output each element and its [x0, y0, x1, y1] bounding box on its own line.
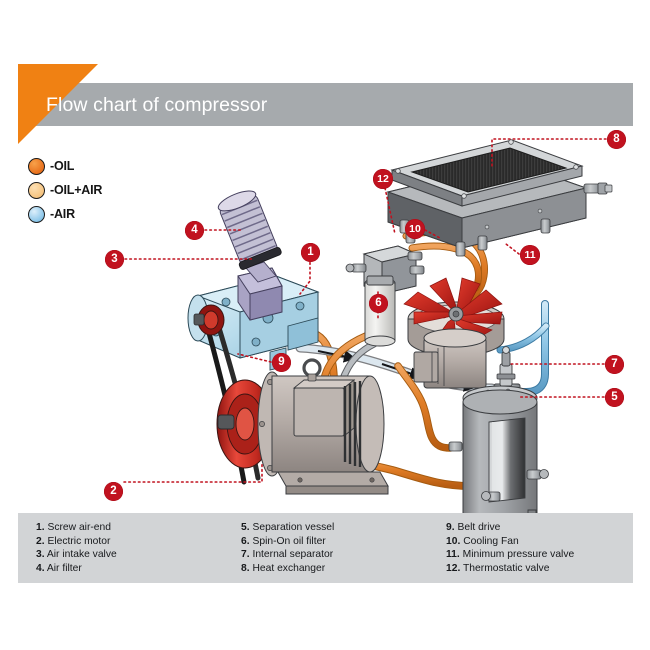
caption-text-3: Air intake valve — [46, 549, 117, 561]
callout-badge-1[interactable]: 1 — [301, 243, 320, 262]
caption-text-2: Electric motor — [47, 535, 111, 547]
caption-num-3: 3. — [36, 549, 45, 561]
legend-label-oil-air: -OIL+AIR — [50, 183, 103, 197]
leader-10 — [424, 229, 441, 239]
callout-badge-8[interactable]: 8 — [607, 130, 626, 149]
caption-item-11: 11. Minimum pressure valve — [446, 548, 633, 562]
air-filter — [217, 190, 282, 270]
caption-num-1: 1. — [36, 522, 45, 533]
caption-num-7: 7. — [241, 549, 250, 561]
separation-vessel-assembly — [448, 385, 549, 516]
vessel-side-ports — [481, 469, 549, 502]
caption-text-4: Air filter — [46, 562, 82, 574]
caption-item-5: 5. Separation vessel — [241, 521, 428, 535]
heat-exchanger-core — [410, 147, 568, 193]
callout-badge-11[interactable]: 11 — [520, 245, 540, 265]
caption-num-6: 6. — [241, 535, 250, 547]
caption-item-1: 1. Screw air-end — [36, 521, 223, 535]
callout-badge-2[interactable]: 2 — [104, 482, 123, 501]
leader-8 — [491, 138, 607, 167]
caption-text-12: Thermostatic valve — [463, 562, 550, 574]
legend-item-air: -AIR — [28, 203, 168, 225]
caption-column-2: 5. Separation vessel 6. Spin-On oil filt… — [223, 513, 428, 583]
caption-item-2: 2. Electric motor — [36, 535, 223, 549]
caption-column-1: 1. Screw air-end 2. Electric motor 3. Ai… — [18, 513, 223, 583]
leader-9 — [237, 353, 272, 363]
caption-item-10: 10. Cooling Fan — [446, 535, 633, 549]
filled-circle-icon-air — [28, 205, 45, 223]
cooling-fan-assembly — [403, 277, 505, 389]
caption-text-8: Heat exchanger — [252, 562, 326, 574]
page-title: Flow chart of compressor — [46, 94, 268, 116]
callout-badge-6[interactable]: 6 — [369, 294, 388, 313]
fluid-legend: -OIL -OIL+AIR -AIR — [28, 155, 168, 227]
legend-item-oil-air: -OIL+AIR — [28, 179, 168, 201]
caption-num-5: 5. — [241, 522, 250, 533]
callout-badge-4[interactable]: 4 — [185, 221, 204, 240]
compressor-flow-diagram — [0, 126, 650, 516]
heat-exchanger-assembly — [386, 139, 613, 257]
caption-num-2: 2. — [36, 535, 45, 547]
leader-12 — [384, 187, 396, 235]
caption-item-12: 12. Thermostatic valve — [446, 562, 633, 576]
leader-2 — [123, 463, 263, 483]
callout-badge-12[interactable]: 12 — [373, 169, 393, 189]
header-accent-triangle-icon — [18, 64, 98, 144]
caption-num-10: 10. — [446, 535, 461, 547]
caption-item-9: 9. Belt drive — [446, 521, 633, 535]
leader-11 — [505, 243, 520, 255]
callout-badge-3[interactable]: 3 — [105, 250, 124, 269]
caption-text-7: Internal separator — [252, 549, 334, 561]
motor-lifting-eye-icon — [302, 358, 322, 382]
screw-air-end-assembly — [187, 190, 320, 371]
callout-badge-5[interactable]: 5 — [605, 388, 624, 407]
callout-badge-7[interactable]: 7 — [605, 355, 624, 374]
caption-num-12: 12. — [446, 562, 461, 574]
legend-label-air: -AIR — [50, 207, 75, 221]
caption-num-8: 8. — [241, 562, 250, 574]
caption-text-5: Separation vessel — [252, 522, 335, 533]
caption-text-1: Screw air-end — [47, 522, 111, 533]
caption-column-3: 9. Belt drive 10. Cooling Fan 11. Minimu… — [428, 513, 633, 583]
caption-item-6: 6. Spin-On oil filter — [241, 535, 428, 549]
legend-item-oil: -OIL — [28, 155, 168, 177]
caption-text-10: Cooling Fan — [463, 535, 519, 547]
caption-num-4: 4. — [36, 562, 45, 574]
callout-badge-10[interactable]: 10 — [405, 219, 425, 239]
caption-item-4: 4. Air filter — [36, 562, 223, 576]
caption-item-3: 3. Air intake valve — [36, 548, 223, 562]
caption-text-11: Minimum pressure valve — [462, 549, 575, 561]
header-bar — [18, 83, 633, 126]
leader-1 — [299, 252, 311, 295]
callout-badge-9[interactable]: 9 — [272, 353, 291, 372]
caption-num-9: 9. — [446, 522, 455, 533]
caption-text-6: Spin-On oil filter — [252, 535, 326, 547]
air-intake-valve — [237, 261, 283, 321]
caption-text-9: Belt drive — [457, 522, 501, 533]
filled-circle-icon-oil — [28, 157, 45, 175]
electric-motor-assembly — [216, 358, 389, 495]
caption-item-8: 8. Heat exchanger — [241, 562, 428, 576]
caption-panel: 1. Screw air-end 2. Electric motor 3. Ai… — [18, 513, 633, 583]
caption-num-11: 11. — [446, 549, 460, 561]
caption-item-7: 7. Internal separator — [241, 548, 428, 562]
filled-circle-icon-oil-air — [28, 181, 45, 199]
legend-label-oil: -OIL — [50, 159, 75, 173]
heat-exchanger-side-port — [583, 182, 613, 195]
